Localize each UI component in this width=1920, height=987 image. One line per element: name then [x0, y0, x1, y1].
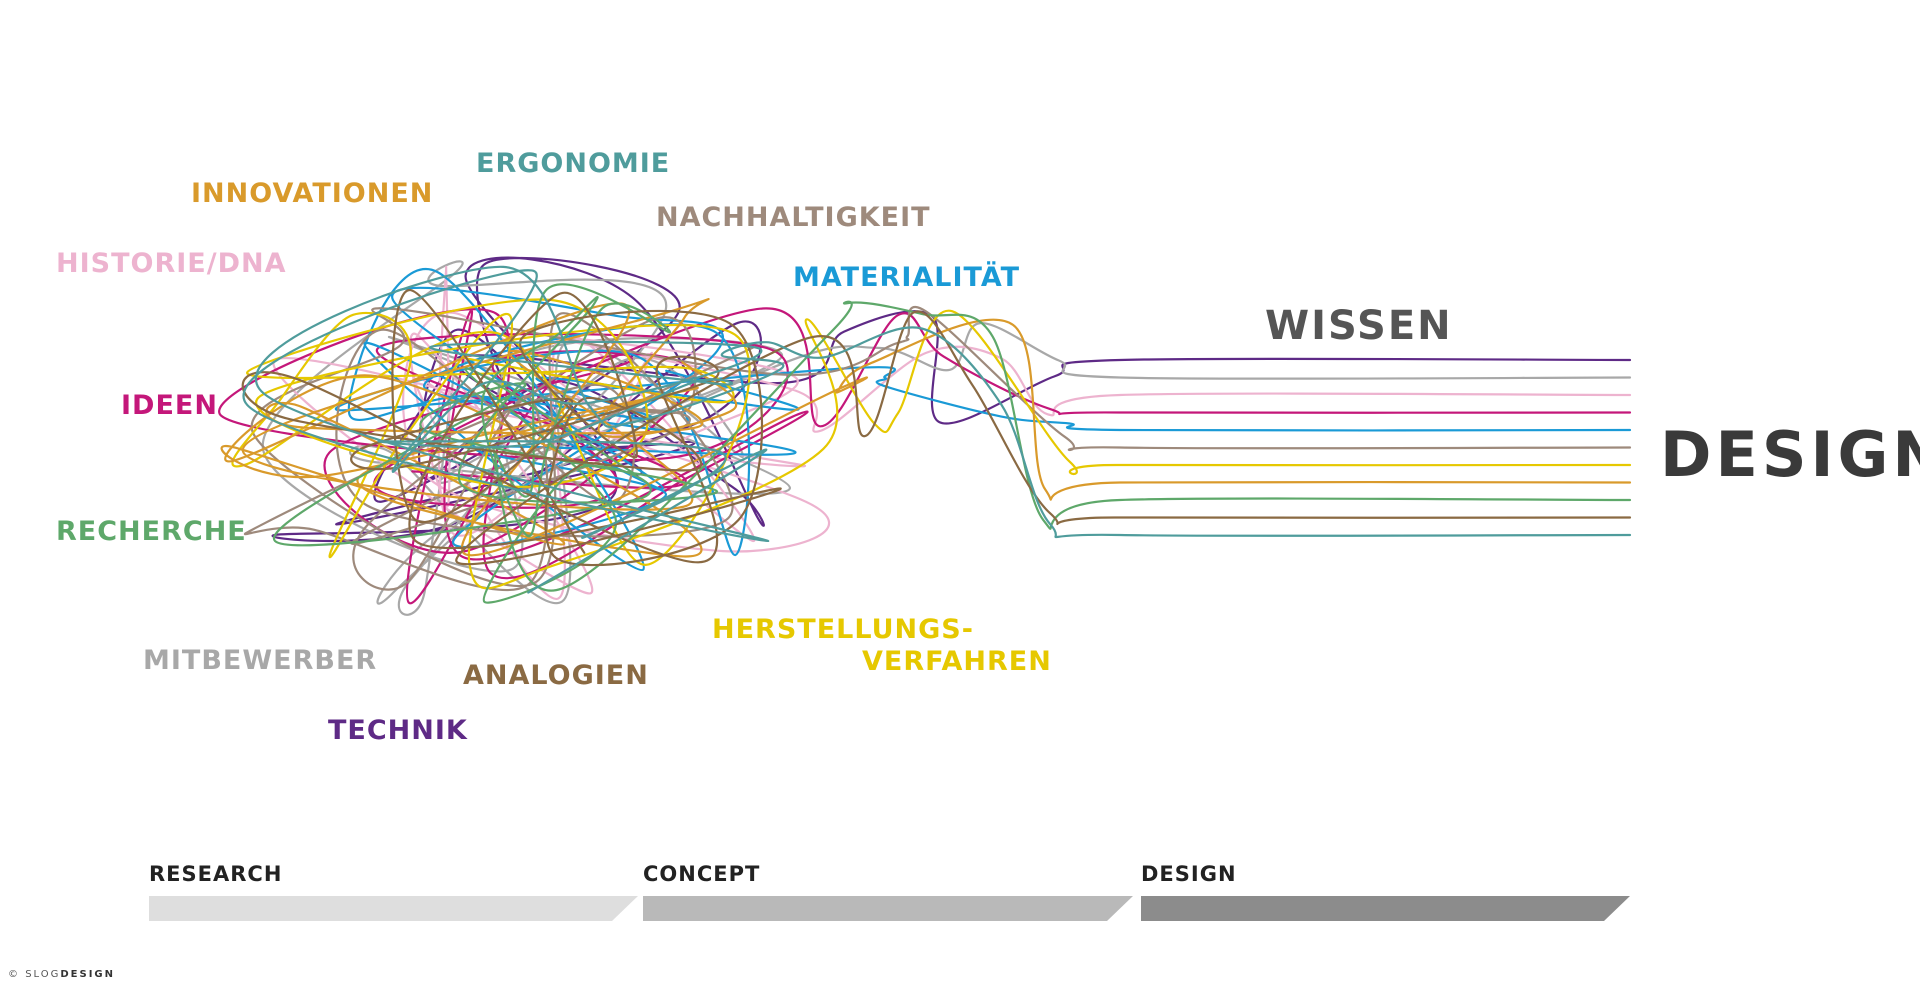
strand-analogien — [241, 289, 1632, 567]
phase-label-research: RESEARCH — [149, 862, 283, 886]
label-mitbewerber: MITBEWERBER — [143, 645, 378, 676]
phase-bars — [149, 896, 1630, 921]
strand-innovationen — [220, 298, 1632, 558]
strand-nachhaltigkeit — [244, 306, 1632, 592]
strand-ergonomie — [242, 265, 1632, 594]
phase-bar-concept — [643, 896, 1133, 921]
label-analogien: ANALOGIEN — [463, 660, 649, 691]
label-ideen: IDEEN — [121, 390, 218, 421]
label-design-output: DESIGN — [1660, 418, 1920, 491]
phase-label-design: DESIGN — [1141, 862, 1237, 886]
label-recherche: RECHERCHE — [56, 516, 247, 547]
label-herstellungs: HERSTELLUNGS- — [712, 614, 974, 645]
label-materialitaet: MATERIALITÄT — [793, 262, 1021, 293]
strand-recherche — [273, 283, 1632, 604]
phase-bar-research — [149, 896, 638, 921]
label-verfahren: VERFAHREN — [862, 646, 1052, 677]
label-historie-dna: HISTORIE/DNA — [56, 248, 287, 279]
label-innovationen: INNOVATIONEN — [191, 178, 434, 209]
phase-label-concept: CONCEPT — [643, 862, 761, 886]
copyright-brand-bold: DESIGN — [60, 969, 116, 980]
copyright-note: © SLOGDESIGN — [8, 970, 115, 980]
copyright-brand-light: SLOG — [25, 969, 61, 980]
label-technik: TECHNIK — [328, 715, 468, 746]
label-ergonomie: ERGONOMIE — [476, 148, 671, 179]
phase-bar-design — [1141, 896, 1630, 921]
tangle-strands — [218, 256, 1632, 616]
label-wissen: WISSEN — [1265, 303, 1453, 349]
label-nachhaltigkeit: NACHHALTIGKEIT — [656, 202, 931, 233]
strand-materialitaet — [334, 268, 1632, 571]
copyright-symbol: © — [8, 969, 20, 980]
strand-herstellungsverfahren — [231, 298, 1632, 590]
